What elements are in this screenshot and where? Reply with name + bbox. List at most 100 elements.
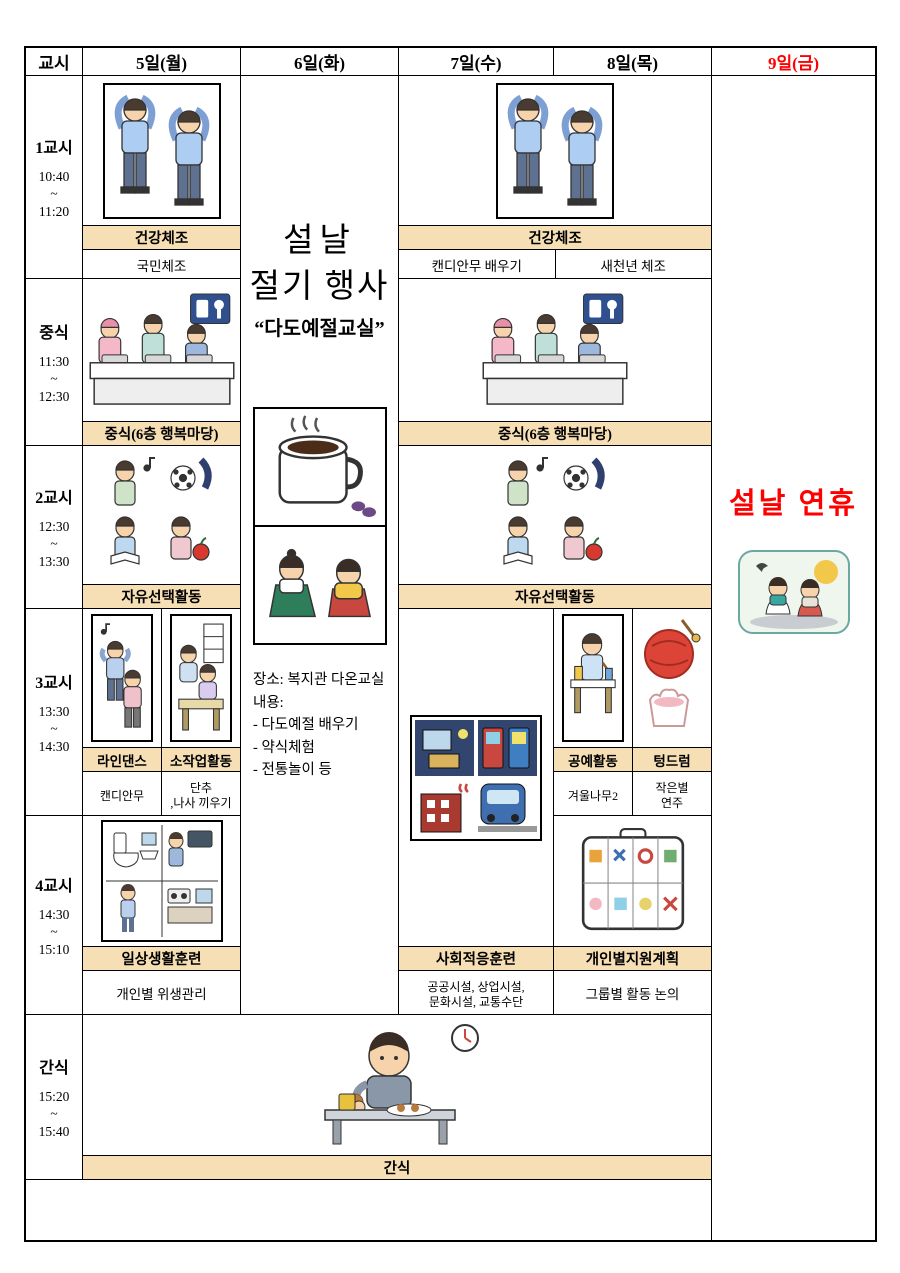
fri-holiday-imgzone (737, 550, 850, 639)
fri-holiday-text: 설날 연휴 (729, 488, 858, 520)
period1-start: 10:40 (38, 168, 70, 184)
thu-craft-half: 공예활동 겨울나무2 (554, 609, 632, 815)
tue-title-line3: “다도예절교실” (254, 318, 385, 341)
activity-collage-illustration (503, 457, 605, 565)
mon-linedance-detail-line: 캔디안무 (99, 788, 145, 803)
wedthu-period1-cell: 건강체조 캔디안무 배우기 새천년 체조 (399, 76, 711, 278)
thu-period1-detail: 새천년 체조 (554, 250, 712, 278)
header-monday-label: 5일(월) (135, 54, 188, 73)
period2-time: 12:30 ~13:30 (39, 518, 70, 571)
header-tuesday-label: 6일(화) (293, 54, 346, 73)
mon-lunch-label: 중식(6층 행복마당) (83, 421, 240, 445)
tue-content-label: 내용: (253, 694, 284, 711)
mon-period3-cell: 라인댄스 캔디안무 (83, 609, 240, 815)
mon-period1-label: 건강체조 (83, 225, 240, 249)
period4-tilde: ~ (50, 924, 58, 940)
wedthu-period1-label: 건강체조 (399, 225, 711, 249)
header-tuesday: 6일(화) (241, 48, 398, 75)
header-thursday-label: 8일(목) (606, 54, 659, 73)
lunch-time: 11:30 ~12:30 (39, 353, 70, 406)
tue-event-cell: 설날 절기 행사 “다도예절교실” (241, 76, 398, 1014)
tue-title-line2: 절기 행사 (249, 268, 390, 305)
time-period2: 2교시 12:30 ~13:30 (26, 446, 82, 608)
mon-period4-detail: 개인별 위생관리 (83, 970, 240, 1014)
period2-tilde: ~ (50, 536, 58, 552)
period4-start: 14:30 (38, 906, 70, 922)
mon-period4-cell: 일상생활훈련 개인별 위생관리 (83, 816, 240, 1014)
tue-item-3: - 전통놀이 등 (253, 762, 332, 779)
header-period-label: 교시 (38, 54, 70, 73)
tue-event-details: 장소: 복지관 다온교실 내용: - 다도예절 배우기 - 약식체험 - 전통놀… (241, 669, 384, 781)
wed-period1-detail: 캔디안무 배우기 (399, 250, 555, 278)
wed-period34-label: 사회적응훈련 (399, 946, 553, 970)
mon-smallwork-imgzone (162, 609, 240, 747)
activity-collage-illustration (109, 457, 212, 565)
stretching-people-illustration (507, 94, 603, 206)
wed-period34-detail-line1: 공공시설, 상업시설, (427, 980, 525, 994)
thu-period4-detail-line: 그룹별 활동 논의 (585, 986, 680, 1002)
time-period3: 3교시 13:30~14:30 (26, 609, 82, 815)
bathroom-kitchen-illustration (105, 825, 218, 937)
facilities-frame (410, 714, 542, 841)
period3-time: 13:30 ~14:30 (39, 703, 70, 756)
mon-exercise-imgzone (83, 76, 240, 225)
lunch-start: 11:30 (38, 353, 70, 369)
lunch-end: 12:30 (38, 388, 70, 404)
bow-frame (252, 525, 387, 646)
time-snack: 간식 15:20~15:40 (26, 1015, 82, 1179)
cafeteria-scene-illustration (482, 293, 628, 405)
tea-frame (252, 407, 387, 528)
exercise-frame (102, 82, 221, 219)
craft-frame (562, 614, 624, 742)
snack-cell: 간식 (83, 1015, 711, 1179)
wedthu-exercise-imgzone (399, 76, 711, 225)
thu-craft-detail-line: 겨울나무2 (567, 788, 619, 803)
tue-event-title: 설날 절기 행사 “다도예절교실” (250, 222, 390, 341)
period2-name: 2교시 (35, 489, 73, 507)
period1-tilde: ~ (50, 186, 58, 202)
fri-holiday-cell: 설날 연휴 (712, 76, 875, 1240)
thu-tongdrum-imgzone (633, 609, 711, 747)
mon-smallwork-detail-line1: 단추 (189, 781, 213, 795)
thu-craft-label: 공예활동 (554, 747, 632, 771)
mon-lunch-cell: 중식(6층 행복마당) (83, 279, 240, 445)
period1-end: 11:20 (38, 203, 70, 219)
wed-period34-cell: 사회적응훈련 공공시설, 상업시설,문화시설, 교통수단 (399, 609, 553, 1014)
bottom-empty-row (26, 1180, 711, 1240)
mon-smallwork-half: 소작업활동 단추,나사 끼우기 (161, 609, 240, 815)
time-period4: 4교시 14:30~15:10 (26, 816, 82, 1014)
period3-start: 13:30 (38, 703, 70, 719)
hanbok-children-illustration (737, 550, 850, 634)
time-lunch: 중식 11:30~12:30 (26, 279, 82, 445)
wedthu-lunch-imgzone (399, 279, 711, 421)
thu-period4-label: 개인별지원계획 (554, 946, 711, 970)
tue-item-2: - 약식체험 (253, 739, 315, 756)
icon-board-illustration (581, 828, 684, 931)
period2-start: 12:30 (38, 518, 70, 534)
red-drum-illustration (644, 619, 701, 727)
thu-period4-cell: 개인별지원계획 그룹별 활동 논의 (554, 816, 711, 1014)
header-friday: 9일(금) (712, 48, 875, 75)
period2-end: 13:30 (38, 553, 70, 569)
thu-period1-detail-text: 새천년 체조 (600, 259, 666, 274)
mon-period2-cell: 자유선택활동 (83, 446, 240, 608)
lunch-tilde: ~ (50, 371, 58, 387)
period3-tilde: ~ (50, 721, 58, 737)
thu-supportplan-imgzone (554, 816, 711, 946)
wedthu-period2-label: 자유선택활동 (399, 584, 711, 608)
snack-name: 간식 (39, 1059, 69, 1077)
thu-tongdrum-detail-line2: 연주 (660, 796, 684, 810)
period3-end: 14:30 (38, 738, 70, 754)
craft-table-illustration (570, 633, 616, 714)
wed-facilities-imgzone (399, 609, 553, 946)
mon-period2-label: 자유선택활동 (83, 584, 240, 608)
weekly-schedule-table: 교시 5일(월) 6일(화) 7일(수) 8일(목) 9일(금) 1교시 10:… (24, 46, 877, 1242)
wedthu-lunch-label: 중식(6층 행복마당) (399, 421, 711, 445)
mon-period4-detail-line: 개인별 위생관리 (116, 986, 207, 1002)
thu-craft-imgzone (554, 609, 632, 747)
linedance-frame (91, 614, 153, 742)
tue-title-line1: 설날 (283, 223, 356, 259)
